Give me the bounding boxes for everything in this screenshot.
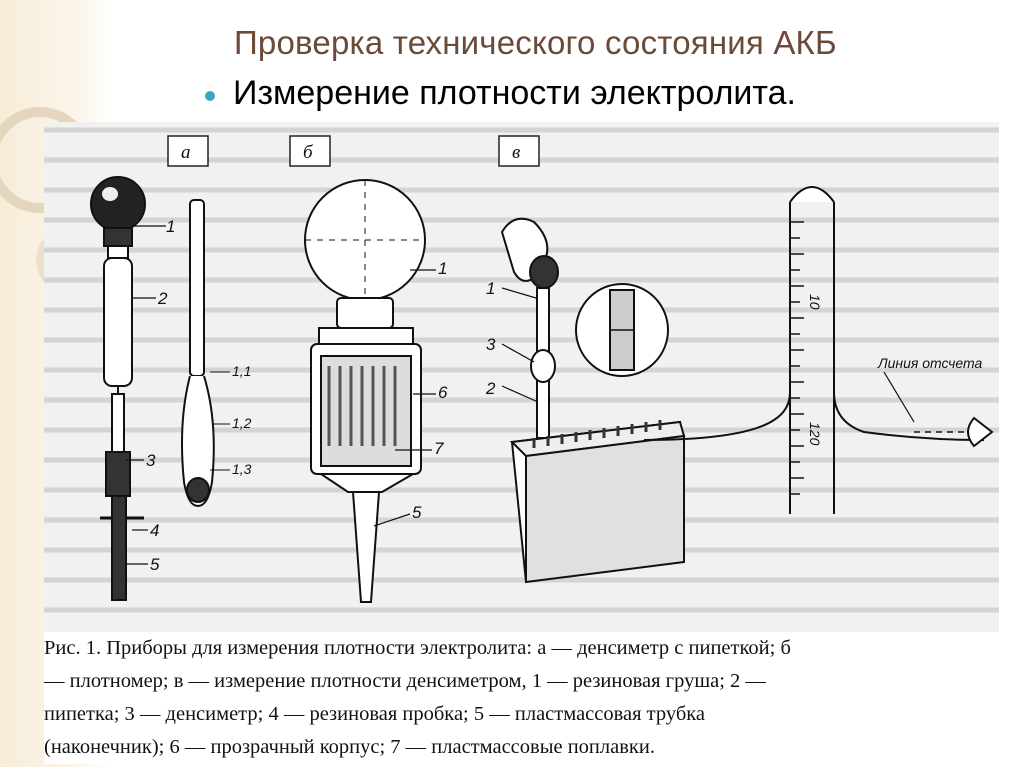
hydrometer-scale-detail xyxy=(643,186,994,514)
label-b-7: 7 xyxy=(434,439,444,458)
figure-caption: Рис. 1. Приборы для измерения плотности … xyxy=(44,632,999,764)
label-c-3: 3 xyxy=(486,335,496,354)
panel-label-a: а xyxy=(167,135,209,167)
svg-text:б: б xyxy=(303,142,314,163)
label-a-2: 2 xyxy=(157,289,168,308)
label-hydrometer-1-1: 1,1 xyxy=(232,363,251,379)
caption-line-4: (наконечник); 6 — прозрачный корпус; 7 —… xyxy=(44,736,655,758)
panel-label-c: в xyxy=(498,135,540,167)
label-b-1: 1 xyxy=(438,259,447,278)
densitometer-device xyxy=(304,179,436,603)
label-a-4: 4 xyxy=(150,521,159,540)
bullet-item: Измерение плотности электролита. xyxy=(205,74,796,113)
panel-label-b: б xyxy=(289,135,331,167)
caption-line-3: пипетка; 3 — денсиметр; 4 — резиновая пр… xyxy=(44,703,706,725)
label-c-1: 1 xyxy=(486,279,495,298)
densimeter-with-pipette xyxy=(90,176,166,601)
hydrometer-figure: а б в 1 2 3 xyxy=(44,122,999,634)
label-hydrometer-1-3: 1,3 xyxy=(232,461,252,477)
hydrometer-float xyxy=(181,199,230,508)
label-a-3: 3 xyxy=(146,451,156,470)
battery-measurement xyxy=(500,217,686,584)
label-c-2: 2 xyxy=(485,379,496,398)
slide-title: Проверка технического состояния АКБ xyxy=(234,24,837,61)
svg-text:в: в xyxy=(512,142,520,163)
caption-line-2: — плотномер; в — измерение плотности ден… xyxy=(44,670,766,692)
reading-line-label: Линия отсчета xyxy=(877,355,982,371)
figure-drawing: а б в 1 2 3 xyxy=(44,127,999,613)
scale-number-120: 120 xyxy=(807,422,823,446)
label-a-1: 1 xyxy=(166,217,175,236)
svg-text:а: а xyxy=(181,142,191,163)
bullet-dot-icon xyxy=(205,90,215,101)
label-b-5: 5 xyxy=(412,503,422,522)
label-b-6: 6 xyxy=(438,383,448,402)
scale-number-10: 10 xyxy=(807,294,823,310)
bullet-text: Измерение плотности электролита. xyxy=(233,74,796,112)
label-hydrometer-1-2: 1,2 xyxy=(232,415,252,431)
label-a-5: 5 xyxy=(150,555,160,574)
caption-line-1: Рис. 1. Приборы для измерения плотности … xyxy=(44,637,791,659)
